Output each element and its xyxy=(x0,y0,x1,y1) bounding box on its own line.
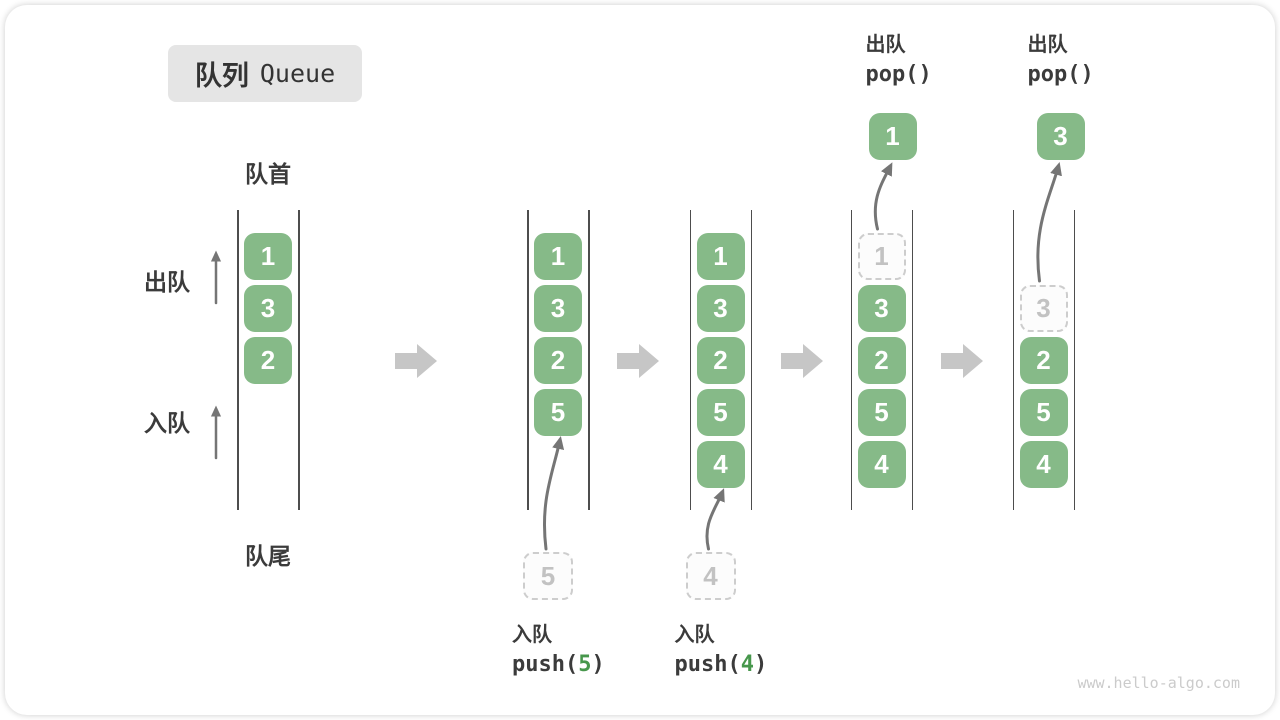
block-arrow-icon xyxy=(395,344,437,378)
dequeue-arrow-icon xyxy=(1036,162,1062,283)
block-arrow-icon xyxy=(781,344,823,378)
block-arrow-icon xyxy=(617,344,659,378)
block-arrow-icon xyxy=(941,344,983,378)
enqueue-arrow-icon xyxy=(542,435,565,551)
dequeue-arrow-icon xyxy=(873,162,893,231)
enqueue-arrow-icon xyxy=(705,488,725,551)
